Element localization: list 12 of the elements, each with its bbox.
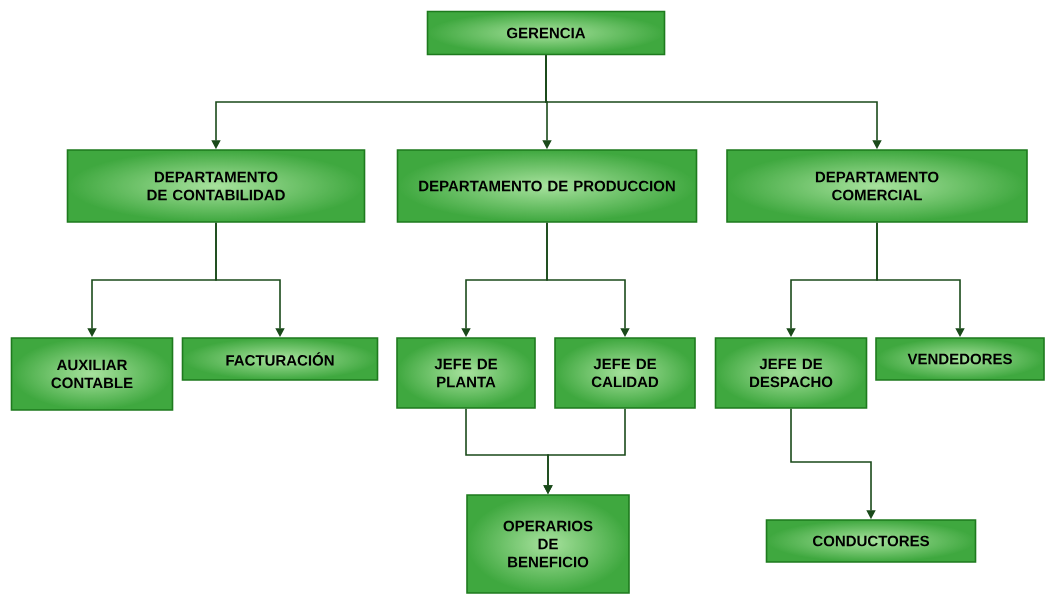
org-box: CONDUCTORES <box>765 519 977 563</box>
org-box: FACTURACIÓN <box>181 337 379 381</box>
org-box: JEFE DE CALIDAD <box>554 337 696 409</box>
org-box: DEPARTAMENTO DE CONTABILIDAD <box>66 149 366 223</box>
org-box: AUXILIAR CONTABLE <box>10 337 174 411</box>
org-box: GERENCIA <box>426 10 666 56</box>
org-box: JEFE DE PLANTA <box>396 337 536 409</box>
org-box: OPERARIOS DE BENEFICIO <box>466 494 630 594</box>
org-box: DEPARTAMENTO COMERCIAL <box>726 149 1028 223</box>
org-box: DEPARTAMENTO DE PRODUCCION <box>396 149 698 223</box>
org-box: VENDEDORES <box>875 337 1045 381</box>
org-box: JEFE DE DESPACHO <box>714 337 868 409</box>
